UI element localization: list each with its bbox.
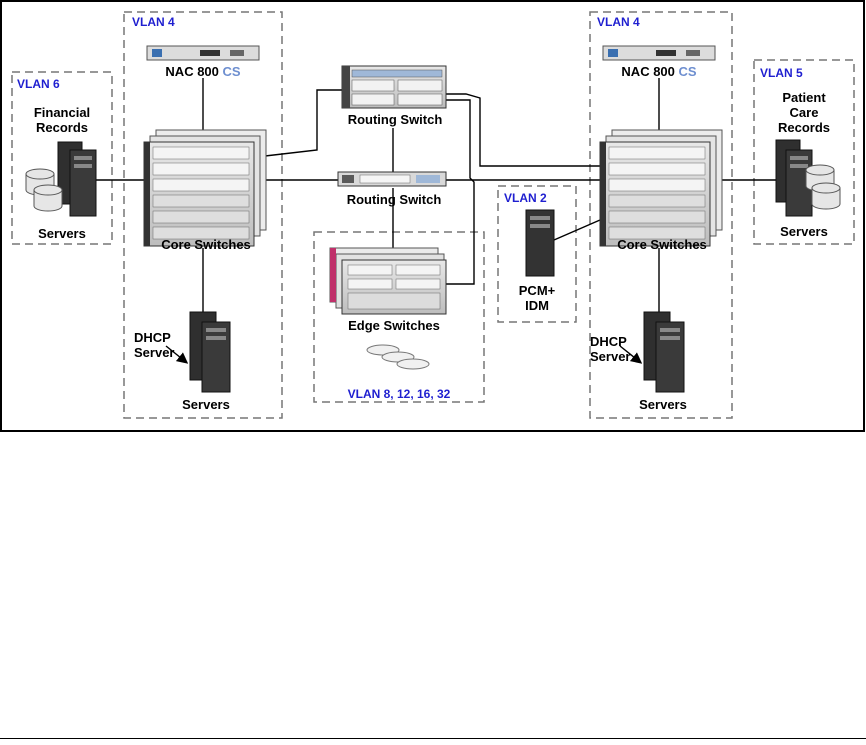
pcm-server-icon: [525, 209, 555, 277]
diagram-frame: [0, 0, 865, 432]
patient-line3: Records: [777, 120, 831, 135]
vlan4-left-label: VLAN 4: [132, 15, 175, 29]
vlan6-zone: [11, 71, 113, 245]
patient-servers-icon: [775, 139, 841, 217]
servers-financial-label: Servers: [38, 226, 86, 241]
core-switches-right-device: [599, 129, 723, 247]
nac-right-cs: CS: [678, 64, 697, 79]
nac-right-name: NAC 800: [621, 64, 675, 79]
vlan6-label: VLAN 6: [17, 77, 60, 91]
financial-line2: Records: [35, 120, 89, 135]
servers-right-label: Servers: [639, 397, 687, 412]
pcm-line1: PCM+: [518, 283, 556, 298]
nac-right-device: [602, 45, 716, 61]
servers-patient-label: Servers: [780, 224, 828, 239]
pcm-line2: IDM: [525, 298, 549, 313]
servers-left-label: Servers: [182, 397, 230, 412]
edge-vlan-zone: [313, 231, 485, 403]
vlan5-zone: [753, 59, 855, 245]
routing-switch-top-device: [341, 65, 447, 109]
patient-line2: Care: [789, 105, 819, 120]
nac-left-cs: CS: [222, 64, 241, 79]
nac-left-device: [146, 45, 260, 61]
routing-switch-mid-device: [337, 171, 447, 187]
routing-mid-label: Routing Switch: [346, 192, 442, 207]
page-bottom-rule: [0, 738, 866, 739]
vlan2-zone: [497, 185, 577, 323]
edge-switches-label: Edge Switches: [348, 318, 440, 333]
nac-right-label: NAC 800 CS: [621, 64, 696, 79]
dhcp-left-line2: Server: [134, 345, 175, 360]
vlan5-label: VLAN 5: [760, 66, 803, 80]
vlan2-label: VLAN 2: [504, 191, 547, 205]
financial-line1: Financial: [33, 105, 91, 120]
nac-left-label: NAC 800 CS: [165, 64, 240, 79]
patient-line1: Patient: [782, 90, 826, 105]
dhcp-left-arrow: [165, 345, 189, 364]
edge-switches-device: [329, 247, 447, 315]
dhcp-left-line1: DHCP: [134, 330, 171, 345]
dhcp-right-servers-icon: [643, 311, 685, 393]
nac-left-name: NAC 800: [165, 64, 219, 79]
dhcp-left-servers-icon: [189, 311, 231, 393]
dhcp-right-line2: Server: [590, 349, 631, 364]
dhcp-right-line1: DHCP: [590, 334, 627, 349]
connections: [95, 78, 776, 315]
access-points-icon: [366, 344, 430, 370]
vlan4-right-zone: [589, 11, 733, 419]
vlan4-right-label: VLAN 4: [597, 15, 640, 29]
vlan4-left-zone: [123, 11, 283, 419]
core-left-label: Core Switches: [161, 237, 251, 252]
financial-servers-icon: [25, 141, 97, 217]
routing-top-label: Routing Switch: [347, 112, 443, 127]
core-switches-left-device: [143, 129, 267, 247]
dhcp-right-arrow: [619, 345, 643, 364]
core-right-label: Core Switches: [617, 237, 707, 252]
edge-vlan-label: VLAN 8, 12, 16, 32: [347, 387, 451, 401]
